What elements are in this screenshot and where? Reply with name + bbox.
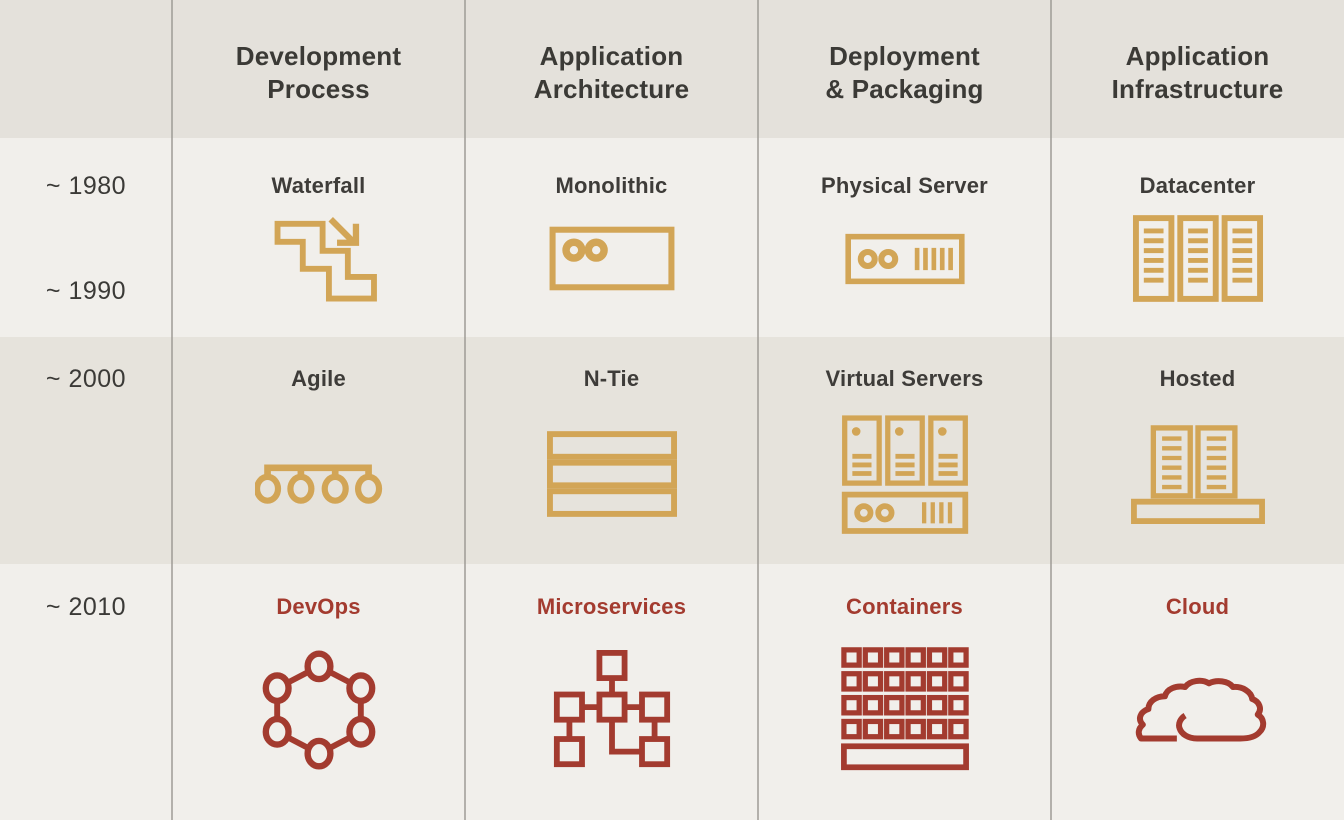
cell-label: Datacenter — [1139, 173, 1256, 198]
cell-n-tier: N-Tie — [465, 337, 758, 564]
n-tier-icon — [546, 394, 677, 554]
cell-waterfall: Waterfall — [172, 138, 465, 337]
header-line: Development — [235, 41, 402, 71]
header-line: Deployment — [829, 41, 980, 71]
era-label-2000: ~ 2000 — [45, 365, 127, 393]
cell-label: Cloud — [1165, 594, 1230, 619]
cell-monolithic: Monolithic — [465, 138, 758, 337]
cell-label: Containers — [846, 594, 963, 619]
monolithic-icon — [547, 201, 677, 316]
cell-hosted: Hosted — [1051, 337, 1344, 564]
column-divider — [1050, 0, 1052, 820]
datacenter-icon — [1132, 201, 1264, 316]
cell-label: Hosted — [1159, 366, 1236, 391]
timeline-2010: ~ 2010 — [0, 564, 172, 820]
header-line: Infrastructure — [1111, 74, 1284, 104]
cell-physical-server: Physical Server — [758, 138, 1051, 337]
cell-label: Microservices — [536, 594, 687, 619]
column-header: Deployment & Packaging — [825, 40, 983, 106]
era-label-1980: ~ 1980 — [45, 172, 127, 200]
microservices-icon — [549, 622, 675, 798]
cell-label: N-Tie — [583, 366, 640, 391]
cloud-icon — [1128, 622, 1268, 798]
timeline-2000: ~ 2000 — [0, 337, 172, 564]
virtual-servers-icon — [838, 394, 972, 554]
header-corner-cell — [0, 0, 172, 138]
cell-microservices: Microservices — [465, 564, 758, 820]
agile-icon — [254, 394, 383, 554]
timeline-1980-1990: ~ 1980 ~ 1990 — [0, 138, 172, 337]
header-deployment-packaging: Deployment & Packaging — [758, 0, 1051, 138]
header-line: & Packaging — [825, 74, 984, 104]
physical-server-icon — [844, 201, 966, 316]
cell-label: Virtual Servers — [825, 366, 984, 391]
column-divider — [757, 0, 759, 820]
column-header: Development Process — [236, 40, 401, 106]
header-line: Application — [1125, 41, 1270, 71]
column-header: Application Infrastructure — [1112, 40, 1284, 106]
header-application-architecture: Application Architecture — [465, 0, 758, 138]
cell-cloud: Cloud — [1051, 564, 1344, 820]
column-divider — [464, 0, 466, 820]
header-line: Architecture — [533, 74, 690, 104]
column-divider — [171, 0, 173, 820]
cell-agile: Agile — [172, 337, 465, 564]
devops-icon — [259, 622, 379, 798]
cell-label: Monolithic — [555, 173, 668, 198]
cell-label: Waterfall — [271, 173, 366, 198]
header-application-infrastructure: Application Infrastructure — [1051, 0, 1344, 138]
cell-devops: DevOps — [172, 564, 465, 820]
era-label-1990: ~ 1990 — [45, 277, 127, 305]
waterfall-icon — [255, 201, 383, 316]
header-development-process: Development Process — [172, 0, 465, 138]
cell-label: Agile — [291, 366, 346, 391]
header-line: Process — [267, 74, 370, 104]
hosted-icon — [1130, 394, 1266, 554]
cell-virtual-servers: Virtual Servers — [758, 337, 1051, 564]
cell-datacenter: Datacenter — [1051, 138, 1344, 337]
cell-containers: Containers — [758, 564, 1051, 820]
cell-label: Physical Server — [821, 173, 988, 198]
era-label-2010: ~ 2010 — [45, 593, 127, 621]
containers-icon — [840, 622, 969, 798]
column-header: Application Architecture — [534, 40, 690, 106]
cell-label: DevOps — [276, 594, 361, 619]
header-line: Application — [539, 41, 684, 71]
